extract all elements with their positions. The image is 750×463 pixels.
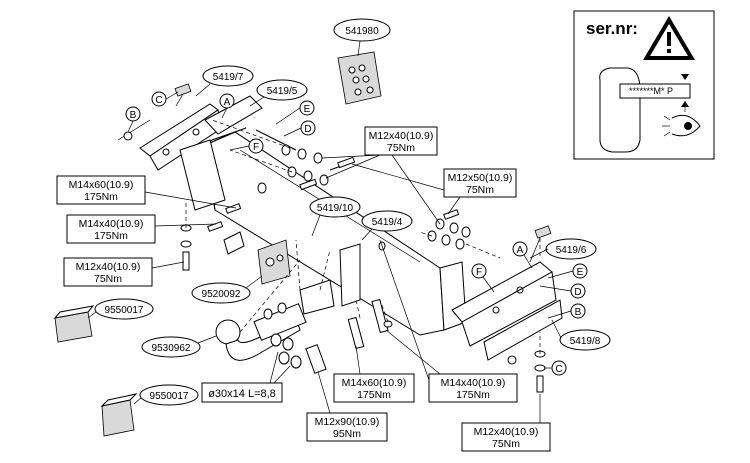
callout-text: M14x60(10.9): [69, 179, 134, 191]
callout-B2: B: [547, 303, 586, 319]
right-bolt-group: [378, 209, 471, 251]
bolt-spec-1: M12x40(10.9) 75Nm: [321, 126, 441, 225]
eye-icon: [662, 114, 701, 137]
callout-text: 9550017: [150, 391, 189, 402]
callout-text: 175Nm: [94, 230, 128, 242]
main-crossbar: [179, 127, 467, 336]
callout-text: M12x90(10.9): [315, 416, 380, 428]
warning-icon: [643, 16, 695, 60]
callout-text: F: [476, 267, 482, 278]
callout-text: 75Nm: [387, 142, 415, 154]
callout-text: 5419/5: [267, 86, 298, 97]
callout-text: 95Nm: [333, 428, 361, 440]
callout-D2: D: [539, 283, 586, 299]
bolt-spec-2: M12x50(10.9) 75Nm: [351, 163, 517, 215]
callout-text: C: [155, 95, 162, 106]
callout-text: M14x40(10.9): [79, 218, 144, 230]
callout-text: M12x40(10.9): [369, 130, 434, 142]
label-5419-4: 5419/4: [361, 210, 413, 241]
callout-text: 175Nm: [357, 389, 391, 401]
bolt-spec-6: M14x60(10.9) 175Nm: [333, 345, 415, 403]
callout-C2: C: [544, 360, 567, 376]
callout-A2: A: [512, 241, 533, 269]
callout-text: 5419/10: [317, 203, 354, 214]
callout-F2: F: [471, 263, 495, 293]
callout-text: M12x40(10.9): [474, 426, 539, 438]
callout-text: 9520092: [202, 289, 241, 300]
serial-number-box: ser.nr: *******M* P: [573, 10, 715, 160]
callout-text: 9530962: [152, 343, 191, 354]
callout-text: B: [130, 110, 137, 121]
callout-text: 75Nm: [492, 438, 520, 450]
electrical-box-1: [53, 305, 95, 343]
callout-text: 9550017: [105, 305, 144, 316]
callout-text: E: [304, 104, 311, 115]
spacer-sleeves: [270, 333, 327, 374]
callout-text: M12x50(10.9): [448, 172, 513, 184]
label-5419-10: 5419/10: [309, 196, 361, 237]
label-9520092: 9520092: [191, 275, 263, 304]
callout-E1: E: [275, 100, 315, 125]
callout-letters: A B C D E F A E D F B C: [125, 91, 588, 376]
callout-B1: B: [125, 106, 141, 133]
callout-text: 75Nm: [466, 184, 494, 196]
electrical-box-2: [100, 393, 138, 437]
bolt-spec-boxes: M12x40(10.9) 75Nm M12x50(10.9) 75Nm M14x…: [56, 126, 551, 452]
serial-title: ser.nr:: [586, 19, 638, 38]
left-bracket: [117, 83, 263, 171]
callout-text: M12x40(10.9): [76, 261, 141, 273]
callout-text: A: [224, 97, 231, 108]
callout-text: D: [574, 287, 581, 298]
callout-D1: D: [283, 120, 316, 137]
callout-C1: C: [151, 91, 179, 107]
callout-text: D: [304, 124, 311, 135]
bolt-spec-9: M12x40(10.9) 75Nm: [461, 394, 551, 452]
label-9530962: 9530962: [141, 335, 217, 358]
bolt-spec-5: M12x40(10.9) 75Nm: [63, 257, 185, 287]
serial-plate-text: *******M* P: [629, 86, 673, 96]
callout-text: M14x40(10.9): [441, 377, 506, 389]
part-labels: 5419/7 5419/5 5419/10 5419/4 5419/6 5419…: [87, 65, 611, 406]
label-5419-5: 5419/5: [249, 79, 308, 107]
upper-bolt-row: [255, 129, 356, 191]
serial-plate: [619, 83, 691, 99]
callout-text: F: [253, 142, 259, 153]
callout-text: 175Nm: [84, 191, 118, 203]
bolt-spec-3: M14x60(10.9) 175Nm: [56, 175, 237, 209]
callout-text: 5419/8: [570, 336, 601, 347]
callout-text: 5419/6: [556, 245, 587, 256]
callout-A1: A: [219, 93, 235, 119]
label-5419-6: 5419/6: [529, 238, 597, 260]
callout-text: 175Nm: [456, 389, 490, 401]
callout-text: E: [577, 267, 584, 278]
callout-text: 5419/4: [372, 217, 403, 228]
right-bracket: [451, 225, 563, 365]
tow-ball: [215, 302, 307, 361]
label-9550017-a: 9550017: [87, 298, 154, 320]
bolt-kit-bag: 541980: [333, 18, 391, 105]
callout-text: A: [517, 245, 524, 256]
label-5419-7: 5419/7: [195, 65, 254, 97]
label-5419-8: 5419/8: [551, 319, 611, 351]
spacer-dimension-box: ø30x14 L=8,8: [201, 351, 291, 403]
bolt-spec-4: M14x40(10.9) 175Nm: [66, 214, 217, 244]
socket-plate: [223, 231, 291, 285]
callout-text: 75Nm: [94, 273, 122, 285]
label-541980: 541980: [345, 26, 379, 37]
callout-F1: F: [229, 138, 264, 154]
bolt-spec-8: M12x90(10.9) 95Nm: [306, 371, 388, 442]
center-bolts: [299, 279, 393, 350]
callout-text: M14x60(10.9): [342, 377, 407, 389]
label-9550017-b: 9550017: [133, 384, 199, 406]
right-lower-bolts: [534, 350, 546, 393]
callout-E2: E: [547, 263, 588, 279]
callout-text: C: [555, 364, 562, 375]
callout-text: ø30x14 L=8,8: [208, 388, 276, 400]
callout-text: B: [575, 307, 582, 318]
bolt-spec-7: M14x40(10.9) 175Nm: [379, 239, 518, 403]
callout-text: 5419/7: [213, 72, 244, 83]
